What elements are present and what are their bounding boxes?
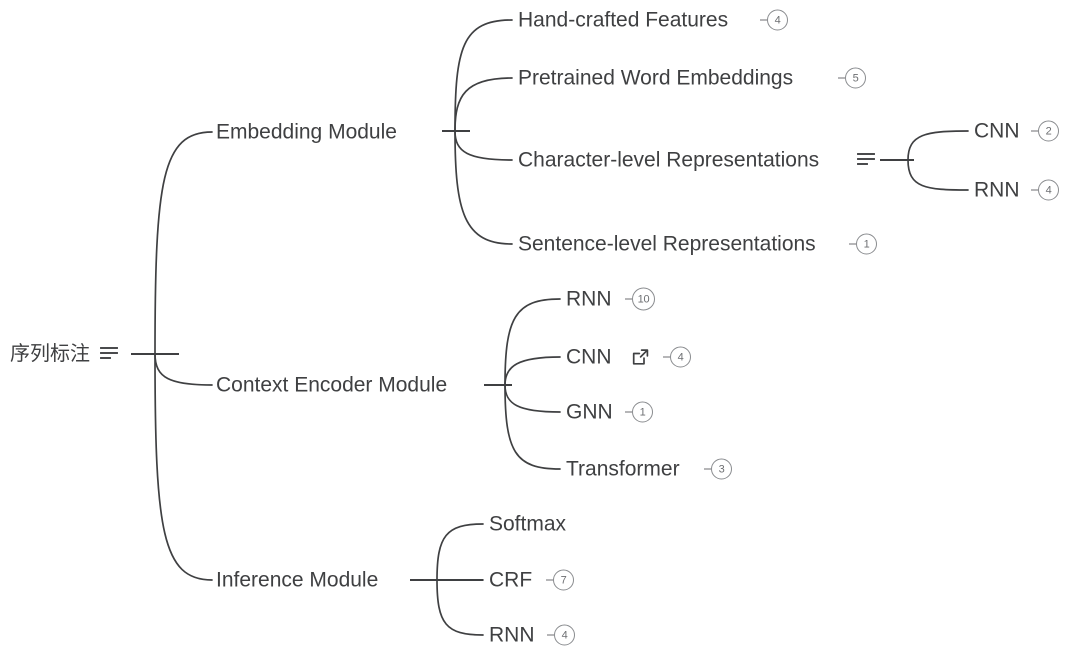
badge-count: 1	[632, 401, 653, 423]
root-node-label[interactable]: 序列标注	[10, 343, 90, 365]
edge-inference-to-rnn	[436, 579, 484, 636]
node-ctx-rnn-label[interactable]: RNN	[566, 287, 612, 311]
node-inf-crf-label[interactable]: CRF	[489, 568, 533, 592]
notes-icon[interactable]	[100, 347, 120, 361]
node-hand-crafted-features-label[interactable]: Hand-crafted Features	[518, 8, 729, 32]
badge-count: 10	[632, 287, 655, 311]
node-sentence-level-representations-label[interactable]: Sentence-level Representations	[518, 232, 816, 256]
branch-context-encoder-module-label[interactable]: Context Encoder Module	[216, 373, 448, 397]
edge-embedding-to-character-level-representations	[454, 130, 513, 161]
badge-ctx-transformer[interactable]: 3	[704, 458, 732, 480]
edge-context-to-rnn	[504, 298, 561, 386]
badge-dash	[1031, 130, 1038, 132]
badge-ctx-cnn[interactable]: 4	[663, 346, 691, 368]
edge-context-to-transformer	[504, 384, 561, 470]
edge-root-to-context-encoder-module	[154, 353, 213, 386]
badge-count: 4	[670, 346, 691, 368]
edge-inference-to-softmax	[436, 523, 484, 581]
badge-dash	[547, 634, 554, 636]
badge-count: 3	[711, 458, 732, 480]
badge-ctx-rnn[interactable]: 10	[625, 287, 655, 311]
badge-count: 4	[554, 624, 575, 646]
badge-count: 2	[1038, 120, 1059, 142]
node-inf-rnn-label[interactable]: RNN	[489, 623, 535, 647]
badge-dash	[625, 411, 632, 413]
node-char-cnn-label[interactable]: CNN	[974, 119, 1020, 143]
badge-pretrained-word-embeddings[interactable]: 5	[838, 67, 866, 89]
badge-inf-crf[interactable]: 7	[546, 569, 574, 591]
node-ctx-gnn-label[interactable]: GNN	[566, 400, 613, 424]
edge-root-to-inference-module	[154, 353, 213, 581]
edge-context-to-cnn	[504, 356, 561, 386]
edge-embedding-to-sentence-level-representations	[454, 130, 513, 245]
edge-embedding-to-pretrained-word-embeddings	[454, 77, 513, 132]
edge-charlevel-to-rnn	[907, 159, 969, 191]
badge-ctx-gnn[interactable]: 1	[625, 401, 653, 423]
node-ctx-cnn-label[interactable]: CNN	[566, 345, 612, 369]
badge-dash	[663, 356, 670, 358]
badge-count: 4	[1038, 179, 1059, 201]
badge-inf-rnn[interactable]: 4	[547, 624, 575, 646]
node-char-rnn-label[interactable]: RNN	[974, 178, 1020, 202]
node-pretrained-word-embeddings-label[interactable]: Pretrained Word Embeddings	[518, 66, 794, 90]
node-character-level-representations-label[interactable]: Character-level Representations	[518, 148, 820, 172]
node-ctx-transformer-label[interactable]: Transformer	[566, 457, 680, 481]
badge-dash	[546, 579, 553, 581]
badge-dash	[760, 19, 767, 21]
edge-charlevel-to-cnn	[907, 130, 969, 161]
badge-dash	[849, 243, 856, 245]
badge-count: 5	[845, 67, 866, 89]
branch-embedding-module-label[interactable]: Embedding Module	[216, 120, 397, 144]
badge-count: 1	[856, 233, 877, 255]
external-link-icon[interactable]	[632, 349, 649, 366]
badge-dash	[704, 468, 711, 470]
branch-inference-module-label[interactable]: Inference Module	[216, 568, 379, 592]
edge-embedding-to-hand-crafted-features	[454, 19, 513, 132]
notes-icon[interactable]	[857, 153, 877, 167]
badge-sentence-level-representations[interactable]: 1	[849, 233, 877, 255]
badge-count: 4	[767, 9, 788, 31]
badge-count: 7	[553, 569, 574, 591]
badge-hand-crafted-features[interactable]: 4	[760, 9, 788, 31]
node-inf-softmax-label[interactable]: Softmax	[489, 512, 567, 536]
edge-root-to-embedding-module	[154, 131, 213, 355]
edge-context-to-gnn	[504, 384, 561, 413]
badge-dash	[1031, 189, 1038, 191]
badge-char-rnn[interactable]: 4	[1031, 179, 1059, 201]
badge-char-cnn[interactable]: 2	[1031, 120, 1059, 142]
badge-dash	[838, 77, 845, 79]
badge-dash	[625, 298, 632, 300]
